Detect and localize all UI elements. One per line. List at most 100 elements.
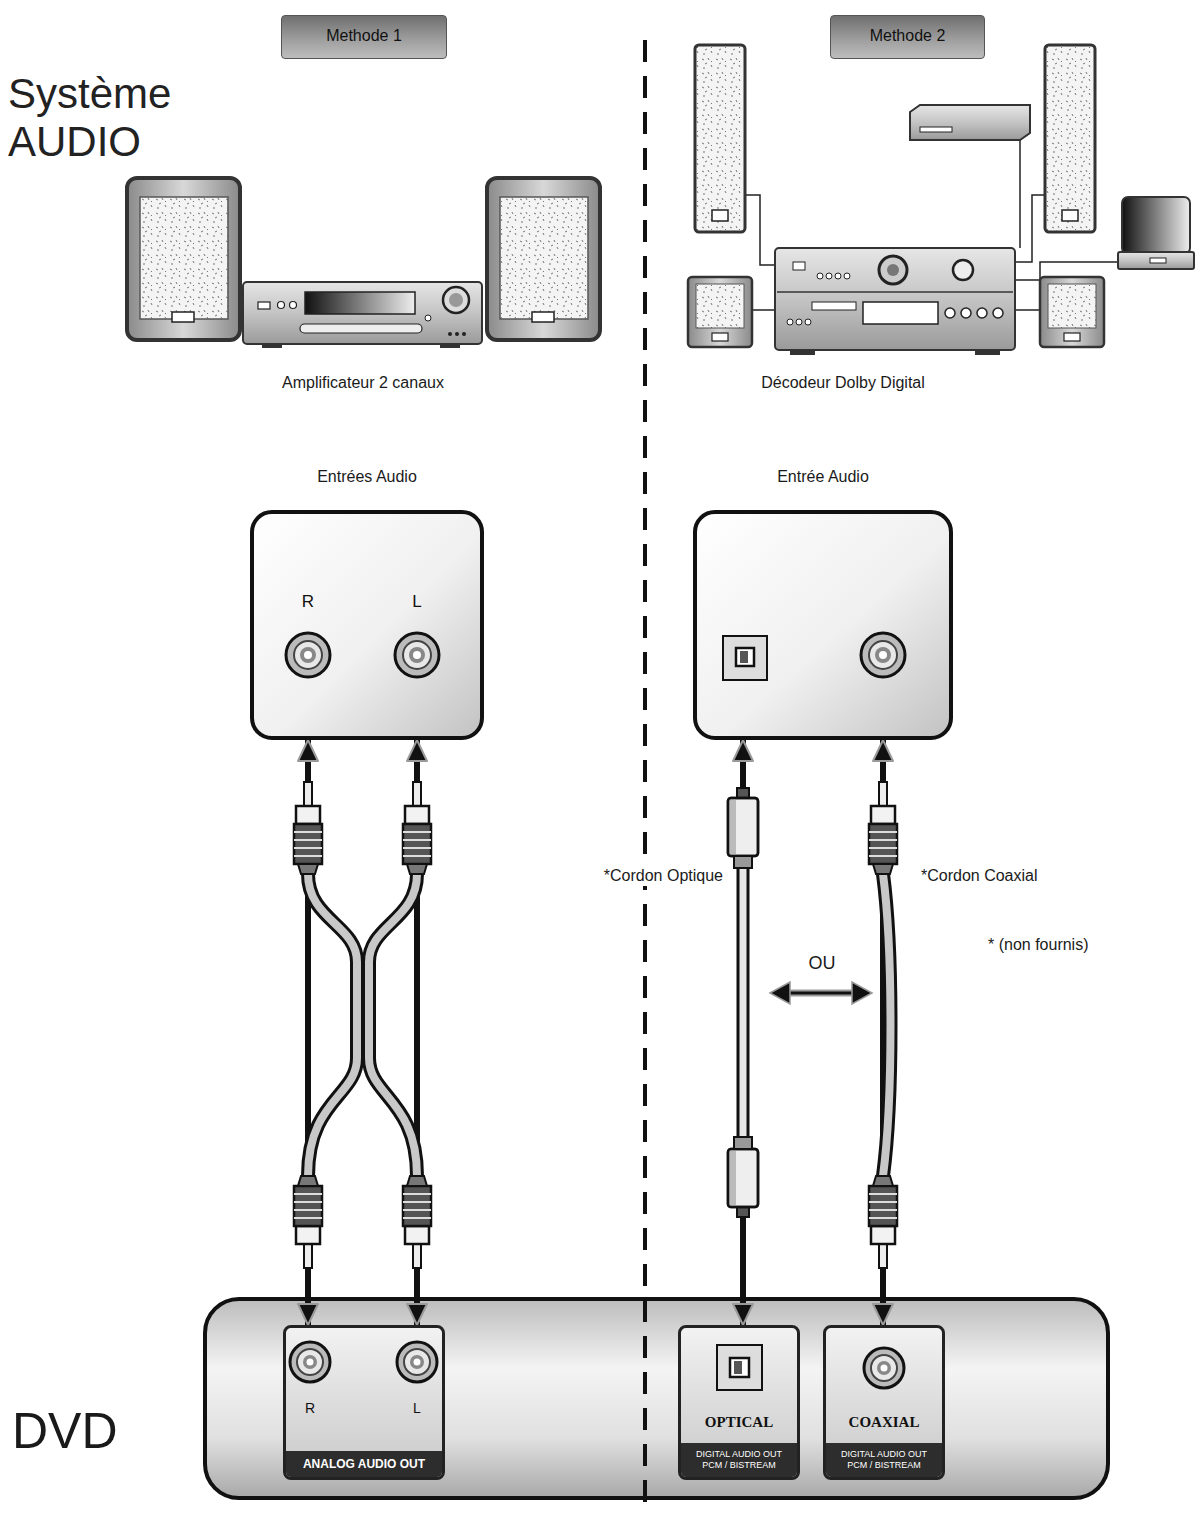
optical-jack xyxy=(734,1361,742,1374)
wire xyxy=(745,195,775,265)
rca-jack xyxy=(413,651,421,659)
output-name: ANALOG AUDIO OUT xyxy=(286,1451,442,1477)
cable-illustration xyxy=(308,874,357,1176)
amplifier-illustration xyxy=(305,292,415,314)
cable-illustration xyxy=(403,782,431,874)
output-spec: DIGITAL AUDIO OUT PCM / BISTREAM xyxy=(826,1443,942,1477)
receiver-illustration xyxy=(796,319,802,325)
section-heading: Système AUDIO xyxy=(8,70,208,166)
rca-jack xyxy=(397,1342,437,1382)
tv-box-illustration xyxy=(1122,197,1190,254)
or-arrow xyxy=(852,982,872,1004)
wire xyxy=(752,309,775,311)
tv-box-illustration xyxy=(1118,252,1194,269)
device-heading: DVD xyxy=(12,1401,118,1461)
input-panel: Entrée Audio xyxy=(693,510,953,740)
optical-jack xyxy=(740,651,748,663)
panel-fill xyxy=(252,512,482,738)
amplifier-illustration xyxy=(462,332,466,336)
receiver-illustration xyxy=(787,319,793,325)
tv-box-illustration xyxy=(910,105,1194,269)
cable-illustration xyxy=(728,1137,758,1217)
rca-jack xyxy=(869,641,897,669)
speaker-illustration xyxy=(140,197,228,319)
channel-label: L xyxy=(402,1400,432,1416)
receiver-illustration xyxy=(775,248,1015,355)
speaker-illustration xyxy=(500,197,588,319)
amplifier-illustration xyxy=(300,324,422,333)
amplifier-illustration xyxy=(258,302,270,309)
cable-label: *Cordon Optique xyxy=(601,866,726,886)
amplifier-illustration xyxy=(440,344,460,348)
panel-fill xyxy=(695,512,951,738)
receiver-illustration xyxy=(793,262,805,270)
receiver-illustration xyxy=(879,256,907,284)
method-tag: Methode 1 xyxy=(281,15,447,59)
output-name: OPTICAL xyxy=(681,1414,797,1431)
receiver-illustration xyxy=(945,308,955,318)
rca-jack xyxy=(303,1355,317,1369)
receiver-illustration xyxy=(887,264,899,276)
amplifier-illustration xyxy=(290,302,297,309)
panel-fill xyxy=(285,1327,443,1478)
rca-jack xyxy=(297,1349,323,1375)
speaker-illustration xyxy=(695,45,745,232)
cable-illustration xyxy=(728,788,758,868)
panel-fill xyxy=(205,512,1108,1498)
speaker-illustration xyxy=(532,312,554,322)
optical-jack xyxy=(723,636,767,680)
rca-jack xyxy=(881,1365,888,1372)
cable-illustration xyxy=(308,868,891,1176)
rca-jack xyxy=(397,1342,437,1382)
receiver-illustration xyxy=(775,248,1015,350)
input-panel: Entrées AudioRL xyxy=(250,510,484,740)
receiver-illustration xyxy=(975,350,1000,355)
optical-jack xyxy=(717,636,767,1390)
output-jack-panel: RLANALOG AUDIO OUT xyxy=(283,1325,445,1480)
receiver-illustration xyxy=(977,308,987,318)
amplifier-illustration xyxy=(443,287,469,313)
output-name: COAXIAL xyxy=(826,1414,942,1431)
speaker-illustration xyxy=(696,284,744,328)
receiver-illustration xyxy=(777,291,1013,293)
divider-line xyxy=(643,40,647,1515)
amplifier-illustration xyxy=(455,332,459,336)
rca-jack xyxy=(861,633,905,677)
tv-box-illustration xyxy=(910,105,1030,140)
rca-jack xyxy=(286,633,905,1388)
amplifier-illustration xyxy=(262,344,282,348)
speaker-illustration xyxy=(1048,284,1096,328)
speaker-illustration xyxy=(688,277,752,347)
receiver-illustration xyxy=(790,350,815,355)
speaker-illustration xyxy=(1062,210,1078,221)
cable-illustration xyxy=(869,1176,897,1268)
cable-illustration xyxy=(308,874,357,1176)
panel-fill xyxy=(680,1327,798,1478)
or-arrow xyxy=(786,992,856,995)
speaker-illustration xyxy=(1040,277,1104,347)
cable-illustration xyxy=(294,1176,322,1268)
panel-heading: Entrée Audio xyxy=(627,468,1019,486)
amplifier-illustration xyxy=(243,282,482,348)
or-arrow xyxy=(786,990,856,997)
tv-box-illustration xyxy=(920,127,952,132)
cable-illustration xyxy=(883,874,891,1176)
receiver-illustration xyxy=(844,273,850,279)
device-caption: Amplificateur 2 canaux xyxy=(213,374,513,392)
receiver-illustration xyxy=(863,302,938,324)
rca-jack xyxy=(300,647,316,663)
cable-illustration xyxy=(869,782,897,874)
rca-jack xyxy=(410,1355,424,1369)
rca-jack xyxy=(864,1348,904,1388)
rca-jack xyxy=(409,647,425,663)
amplifier-illustration xyxy=(449,293,463,307)
amplifier-illustration xyxy=(448,332,452,336)
rca-jack xyxy=(871,1355,897,1381)
or-arrow xyxy=(770,982,872,1004)
rca-jack xyxy=(861,633,905,677)
panel-fill xyxy=(205,1299,1108,1498)
optical-jack xyxy=(736,648,754,666)
